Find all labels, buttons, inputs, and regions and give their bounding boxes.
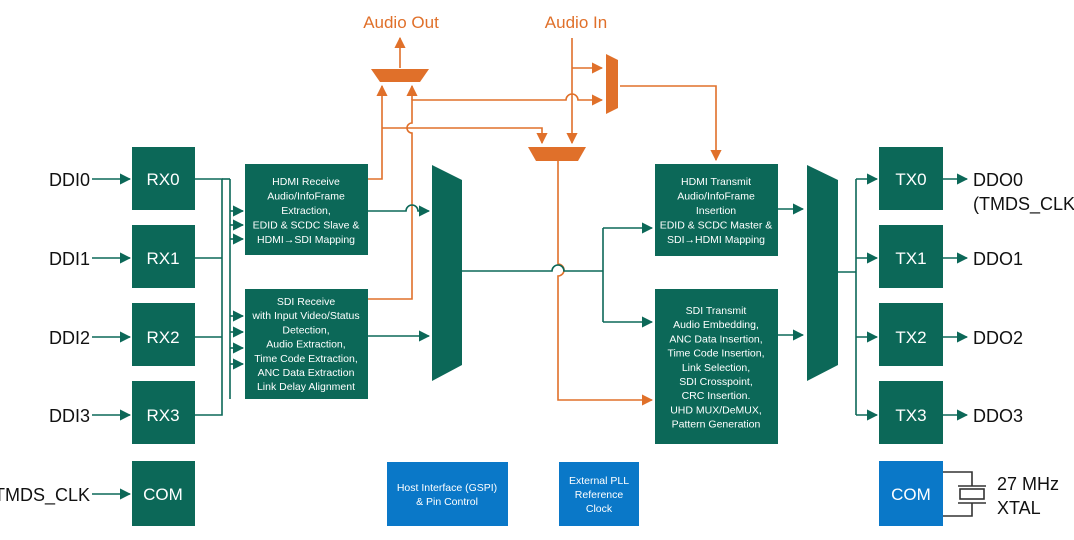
host-interface-line: Host Interface (GSPI): [397, 482, 497, 494]
input-ddi3: DDI3: [49, 406, 90, 426]
tx2-block: [879, 303, 943, 366]
big-input-mux: [432, 165, 462, 381]
input-ddi0: DDI0: [49, 170, 90, 190]
crystal-label: XTAL: [997, 498, 1041, 518]
tx2-label: TX2: [895, 328, 926, 347]
hdmi-transmit-line: SDI→HDMI Mapping: [667, 234, 765, 246]
hdmi-transmit-line: Audio/InfoFrame: [677, 191, 755, 203]
input-labels: DDI0 DDI1 DDI2 DDI3 TMDS_CLK: [0, 170, 90, 506]
audio-out-label: Audio Out: [363, 13, 439, 32]
output-mux: [807, 165, 838, 381]
receivers: RX0 RX1 RX2 RX3 COM: [132, 147, 195, 526]
hdmi-transmit-line: Insertion: [696, 205, 736, 217]
output-ddo1: DDO1: [973, 249, 1023, 269]
external-pll-line: Reference: [575, 489, 624, 501]
tx0-block: [879, 147, 943, 210]
sdi-receive-line: ANC Data Extraction: [258, 367, 355, 379]
rx0-block: [132, 147, 195, 210]
tx1-block: [879, 225, 943, 288]
crystal-icon: [943, 471, 986, 517]
audio-in-label: Audio In: [545, 13, 607, 32]
tx0-label: TX0: [895, 170, 926, 189]
crystal-frequency: 27 MHz: [997, 474, 1059, 494]
signal-paths: [92, 173, 969, 500]
external-pll-line: External PLL: [569, 475, 629, 487]
sdi-transmit-line: Time Code Insertion,: [667, 348, 764, 360]
host-interface-block: [387, 462, 508, 526]
rx0-label: RX0: [146, 170, 179, 189]
sdi-transmit-line: SDI Crosspoint,: [679, 376, 753, 388]
external-pll-block: [559, 462, 639, 526]
sdi-transmit-line: UHD MUX/DeMUX,: [670, 404, 762, 416]
tx3-label: TX3: [895, 406, 926, 425]
audio-in-mux-bottom: [528, 147, 586, 161]
sdi-transmit-line: CRC Insertion.: [682, 390, 751, 402]
rx2-block: [132, 303, 195, 366]
sdi-receive-line: Detection,: [282, 324, 329, 336]
input-tmds-clk: TMDS_CLK: [0, 485, 90, 506]
output-labels: DDO0 (TMDS_CLK) DDO1 DDO2 DDO3: [973, 170, 1074, 426]
audio-out-mux: [371, 69, 429, 82]
output-tmds-clk: (TMDS_CLK): [973, 194, 1074, 215]
sdi-receive-line: Time Code Extraction,: [254, 353, 357, 365]
output-ddo2: DDO2: [973, 328, 1023, 348]
rx3-label: RX3: [146, 406, 179, 425]
sdi-receive-line: Audio Extraction,: [266, 339, 345, 351]
rx-com-block: [132, 461, 195, 526]
output-ddo0: DDO0: [973, 170, 1023, 190]
hdmi-receive-block: [245, 164, 368, 255]
tx3-block: [879, 381, 943, 444]
hdmi-receive-line: HDMI→SDI Mapping: [257, 234, 355, 246]
sdi-receive-block: [245, 289, 368, 399]
sdi-receive-line: Link Delay Alignment: [257, 381, 355, 393]
transmitters: TX0 TX1 TX2 TX3 COM: [879, 147, 943, 526]
hdmi-receive-line: Audio/InfoFrame: [267, 191, 345, 203]
sdi-receive-line: SDI Receive: [277, 296, 336, 308]
sdi-transmit-line: SDI Transmit: [686, 305, 747, 317]
tx1-label: TX1: [895, 249, 926, 268]
host-interface-line: & Pin Control: [416, 496, 478, 508]
hdmi-receive-line: Extraction,: [281, 205, 331, 217]
sdi-transmit-line: Pattern Generation: [672, 419, 761, 431]
host-interface-text: Host Interface (GSPI) & Pin Control: [397, 482, 497, 508]
rx3-block: [132, 381, 195, 444]
input-ddi1: DDI1: [49, 249, 90, 269]
rx2-label: RX2: [146, 328, 179, 347]
hdmi-transmit-line: HDMI Transmit: [681, 176, 751, 188]
sdi-transmit-block: [655, 289, 778, 444]
input-ddi2: DDI2: [49, 328, 90, 348]
tx-com-label: COM: [891, 485, 931, 504]
hdmi-transmit-block: [655, 164, 778, 256]
hdmi-receive-line: EDID & SCDC Slave &: [253, 220, 360, 232]
audio-in-mux-right: [606, 54, 618, 114]
sdi-transmit-line: Audio Embedding,: [673, 319, 759, 331]
output-ddo3: DDO3: [973, 406, 1023, 426]
rx1-label: RX1: [146, 249, 179, 268]
sdi-transmit-line: ANC Data Insertion,: [669, 333, 762, 345]
external-pll-line: Clock: [586, 503, 613, 515]
hdmi-transmit-line: EDID & SCDC Master &: [660, 220, 773, 232]
hdmi-receive-line: HDMI Receive: [272, 176, 340, 188]
rx1-block: [132, 225, 195, 288]
sdi-transmit-line: Link Selection,: [682, 362, 750, 374]
rx-com-label: COM: [143, 485, 183, 504]
tx-com-block: [879, 461, 943, 526]
sdi-receive-line: with Input Video/Status: [251, 310, 359, 322]
